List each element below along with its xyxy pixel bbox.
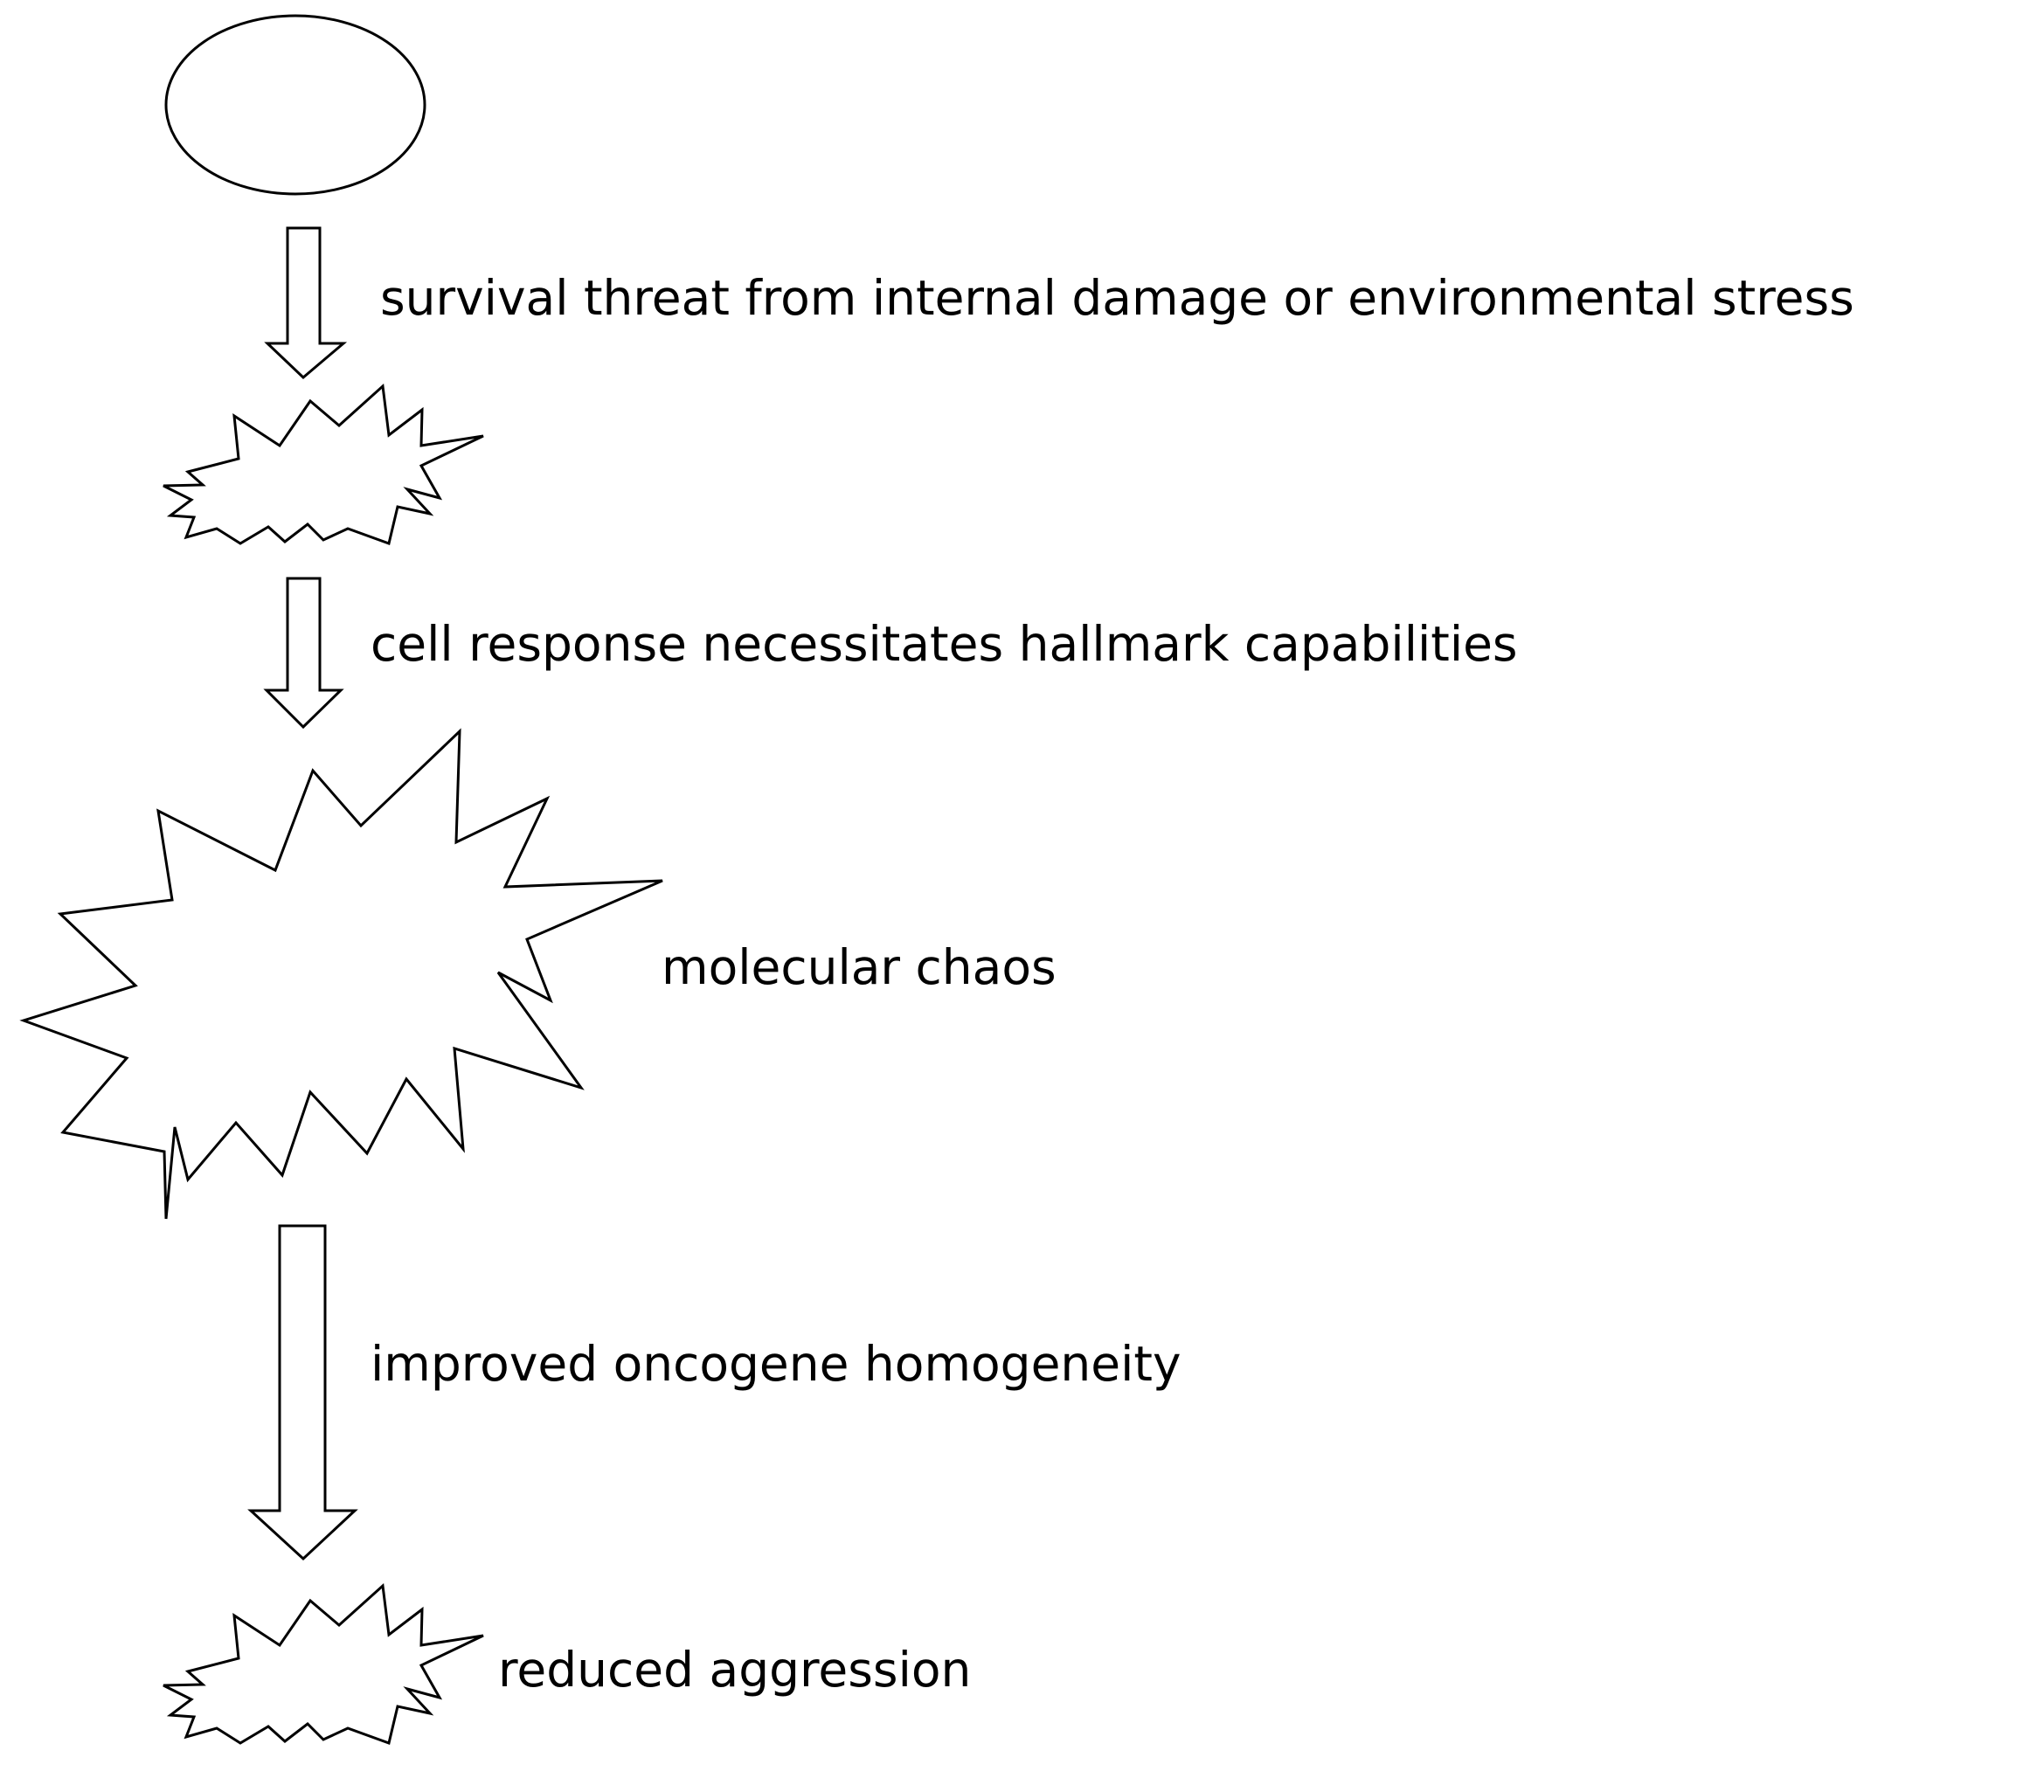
normal-cell-oval: [164, 14, 426, 196]
label-reduced-aggression: reduced aggression: [498, 1642, 972, 1698]
arrow-cell-response: [263, 577, 344, 730]
reduced-aggression-starburst: [163, 1582, 484, 1745]
label-cell-response: cell response necessitates hallmark capa…: [371, 616, 1518, 672]
arrow-oncogene-homogeneity: [247, 1224, 358, 1561]
molecular-chaos-starburst: [19, 728, 663, 1220]
arrow-survival-threat: [264, 226, 348, 380]
stressed-cell-starburst: [163, 383, 484, 545]
label-oncogene-homogeneity: improved oncogene homogeneity: [371, 1336, 1181, 1392]
label-survival-threat: survival threat from internal damage or …: [380, 270, 1854, 326]
label-molecular-chaos: molecular chaos: [662, 939, 1057, 995]
